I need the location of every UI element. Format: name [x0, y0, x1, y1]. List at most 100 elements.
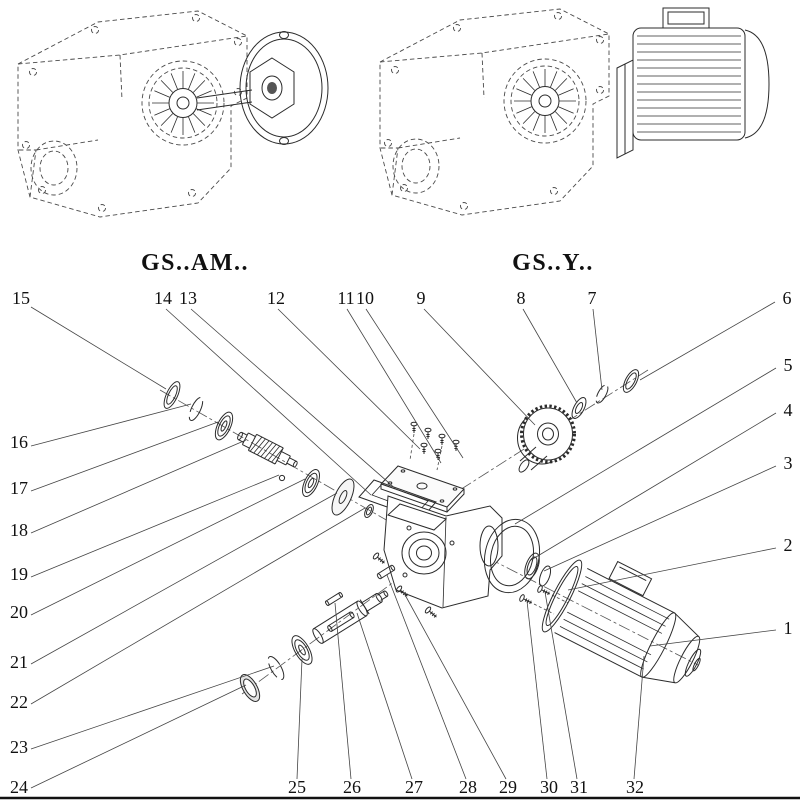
part-worm-shaft	[237, 431, 298, 468]
callout-number-23: 23	[10, 737, 28, 757]
drawing-gs-y	[379, 8, 610, 216]
starburst-ray	[550, 114, 558, 131]
input-shaft-starburst	[152, 71, 214, 135]
leader-line-8	[522, 308, 578, 404]
leader-line-32	[633, 655, 645, 780]
leader-line-29	[403, 592, 507, 780]
part-output-pin	[325, 592, 343, 606]
callout-number-31: 31	[570, 777, 588, 797]
part-output-seal	[239, 674, 261, 702]
part-housing	[383, 495, 503, 609]
callout-number-30: 30	[540, 777, 558, 797]
starburst-ray	[555, 78, 568, 91]
leader-line-23	[30, 665, 275, 750]
leader-line-3	[543, 465, 777, 572]
starburst-ray	[550, 71, 558, 88]
callout-number-25: 25	[288, 777, 306, 797]
leader-line-16	[30, 403, 192, 447]
callout-number-2: 2	[784, 535, 793, 555]
leader-line-4	[530, 412, 777, 561]
part-output-shaft	[312, 590, 389, 644]
cover-bolts	[409, 421, 460, 471]
callout-number-19: 19	[10, 564, 28, 584]
leader-line-19	[30, 474, 280, 578]
starburst-ray	[154, 90, 170, 98]
starburst-ray	[532, 114, 540, 131]
callout-number-11: 11	[337, 288, 354, 308]
motor-top-drawing	[616, 7, 770, 159]
leader-line-25	[296, 658, 303, 780]
callout-number-32: 32	[626, 777, 644, 797]
part-spacer-ring	[364, 503, 374, 519]
part-worm-bearing	[301, 469, 321, 497]
callout-number-22: 22	[10, 692, 28, 712]
exploded-view	[159, 369, 702, 702]
callout-number-15: 15	[12, 288, 30, 308]
starburst-ray	[522, 78, 535, 91]
leader-line-20	[30, 478, 306, 616]
part-gear-ring	[622, 369, 640, 393]
callout-number-5: 5	[784, 355, 793, 375]
leader-line-30	[526, 600, 548, 780]
callout-number-26: 26	[343, 777, 361, 797]
callout-number-17: 17	[10, 478, 28, 498]
part-bolt-a	[371, 551, 388, 567]
part-motor-seal	[524, 552, 540, 580]
leader-line-17	[30, 421, 219, 492]
starburst-ray	[160, 80, 173, 93]
motor-fins	[637, 35, 741, 133]
leader-line-31	[544, 591, 578, 780]
leader-line-21	[30, 492, 338, 665]
callout-number-27: 27	[405, 777, 423, 797]
leader-line-22	[30, 507, 366, 705]
callout-number-12: 12	[267, 288, 285, 308]
callout-number-1: 1	[784, 618, 793, 638]
starburst-ray	[154, 108, 170, 116]
part-input-circlip	[188, 397, 204, 421]
leader-line-5	[514, 367, 777, 525]
starburst-ray	[558, 88, 574, 96]
motor-axis	[487, 557, 699, 666]
callout-number-8: 8	[517, 288, 526, 308]
callout-number-16: 16	[10, 432, 28, 452]
model-label-gs-y: GS..Y..	[512, 250, 594, 276]
part-motor	[541, 559, 702, 684]
part-bolt-30	[518, 593, 534, 607]
leader-line-28	[386, 574, 467, 780]
part-bolt-b	[423, 605, 440, 621]
part-cover-plate	[380, 465, 465, 513]
leader-line-26	[334, 602, 352, 780]
leader-line-24	[30, 684, 247, 789]
callout-number-10: 10	[356, 288, 374, 308]
part-output-bearing	[291, 635, 313, 665]
callout-number-24: 24	[10, 777, 28, 797]
starburst-ray	[160, 113, 173, 126]
part-adapter-flange	[483, 518, 541, 594]
part-key	[376, 564, 396, 580]
part-gear-circlip	[595, 384, 609, 404]
motor-end-bell	[744, 29, 770, 139]
leader-line-13	[190, 308, 398, 491]
output-axis	[241, 566, 415, 695]
part-gear-washer	[571, 397, 587, 419]
leader-line-11	[346, 308, 442, 464]
starburst-ray	[188, 116, 196, 133]
starburst-ray	[522, 111, 535, 124]
part-input-bearing	[214, 411, 234, 441]
starburst-ray	[193, 80, 206, 93]
callout-number-3: 3	[784, 453, 793, 473]
leader-line-1	[649, 629, 777, 647]
part-pin	[278, 474, 286, 482]
starburst-ray	[516, 106, 532, 114]
leader-line-12	[277, 308, 421, 450]
callout-number-29: 29	[499, 777, 517, 797]
callout-number-13: 13	[179, 288, 197, 308]
callout-number-6: 6	[783, 288, 792, 308]
leader-line-14	[165, 308, 372, 496]
callout-number-7: 7	[588, 288, 597, 308]
input-shaft-starburst	[514, 69, 576, 133]
model-label-gs-am: GS..AM..	[141, 250, 249, 276]
